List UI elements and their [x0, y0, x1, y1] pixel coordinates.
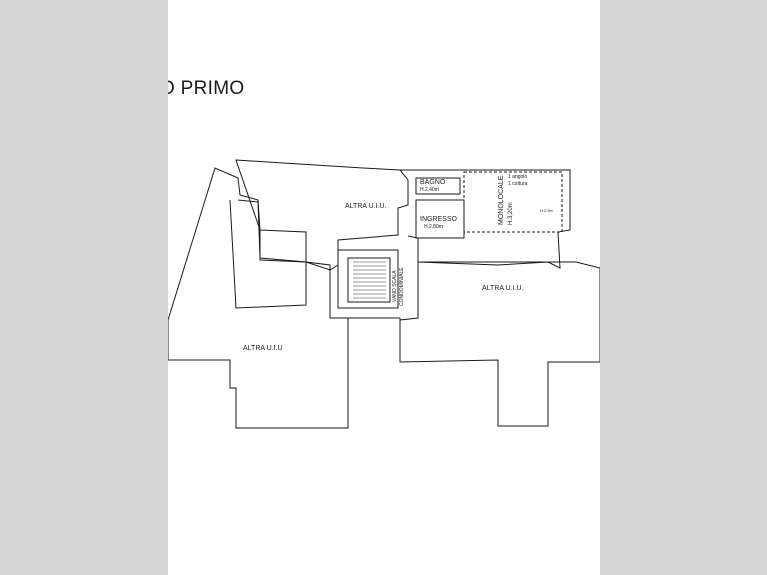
- bagno-room: [415, 177, 461, 195]
- left-inner-outline: [229, 199, 307, 309]
- floor-title: O PRIMO: [168, 78, 245, 99]
- right-margin: [600, 0, 767, 575]
- stair-inner: [347, 257, 391, 303]
- stair-treads: [353, 261, 386, 299]
- label-monolocale: MONOLOCALE: [498, 175, 505, 225]
- label-vano-scala-2: CONDOMINIALE: [399, 267, 405, 306]
- label-cottura: 1 cottura: [508, 181, 528, 187]
- floor-plan-drawing: ALTRA U.I.U. BAGNO H.2,40m INGRESSO H.2,…: [168, 159, 600, 429]
- right-unit-outline: [399, 261, 600, 427]
- connector-outline: [348, 317, 401, 362]
- floor-plan-sheet: O PRIMO: [168, 0, 600, 575]
- label-angolo: 1 angolo: [508, 174, 527, 180]
- ingresso-room: [415, 199, 465, 239]
- monolocale-room: [463, 171, 563, 233]
- label-altra-uiu-left: ALTRA U.I.U: [243, 345, 283, 352]
- label-vano-scala-1: VANO SCALA: [392, 270, 398, 302]
- main-strip-outline: [400, 169, 571, 269]
- label-altra-uiu-top: ALTRA U.I.U.: [345, 203, 387, 210]
- label-monolocale-h: H.3,20m: [508, 202, 514, 225]
- stair-block: [337, 249, 399, 309]
- label-bagno: BAGNO: [420, 179, 446, 186]
- label-bagno-h: H.2,40m: [420, 187, 439, 193]
- label-altra-uiu-right: ALTRA U.I.U.: [482, 285, 524, 292]
- label-ingresso-h: H.2,80m: [424, 224, 443, 230]
- upper-left-unit-outline: [235, 159, 409, 271]
- left-unit-outline: [168, 167, 349, 429]
- label-small-h: H.2,9m: [540, 208, 554, 213]
- left-margin: [0, 0, 168, 575]
- label-ingresso: INGRESSO: [420, 216, 458, 223]
